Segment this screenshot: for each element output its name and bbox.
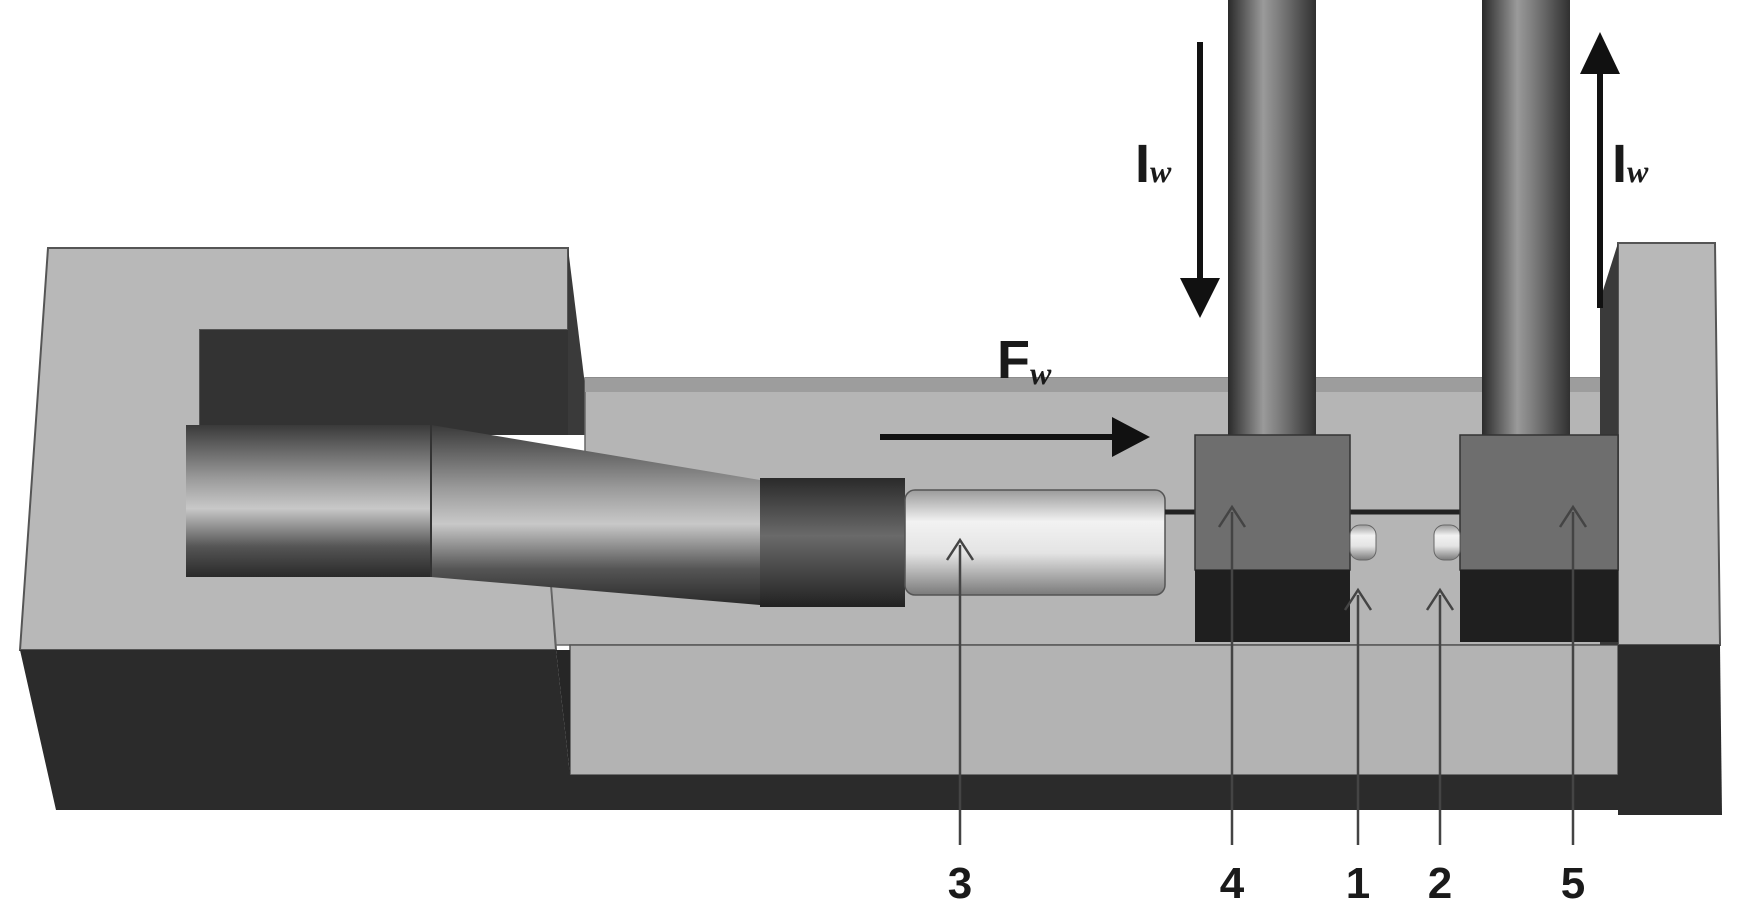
flow-arrow-head <box>1112 417 1150 457</box>
electrode-4-rod <box>1228 0 1316 440</box>
leader-1-head <box>1343 587 1373 611</box>
electrode-5-rod <box>1482 0 1570 440</box>
current-out-arrow <box>1580 32 1620 308</box>
lower-step <box>569 644 1619 776</box>
callout-lines <box>945 504 1588 845</box>
current-in-sub: w <box>1150 153 1172 189</box>
right-block-front <box>1618 645 1722 815</box>
electrode-4-block <box>1194 434 1351 571</box>
electrode-5-base <box>1460 570 1618 642</box>
callout-2: 2 <box>1428 859 1452 908</box>
electrode-5 <box>1459 0 1619 642</box>
collar <box>760 478 905 607</box>
current-in-label: Iw <box>1135 134 1172 194</box>
wire-tip-1 <box>1349 524 1377 561</box>
callout-1: 1 <box>1346 859 1370 908</box>
electrode-4 <box>1194 0 1351 642</box>
current-in-arrow <box>1180 42 1220 318</box>
tapered-cone <box>431 425 760 605</box>
leader-5-head <box>1558 504 1588 528</box>
channel-back-wall <box>585 378 1618 392</box>
front-face-left-wall <box>556 650 570 775</box>
flow-arrow <box>880 417 1150 457</box>
current-in-head <box>1180 278 1220 318</box>
flow-label-sub: w <box>1030 355 1052 391</box>
front-face <box>20 650 1618 810</box>
electrode-4-base <box>1195 570 1350 642</box>
callout-4: 4 <box>1220 859 1245 908</box>
callout-5: 5 <box>1561 859 1585 908</box>
wire-cylinder <box>904 489 1166 596</box>
current-out-label: Iw <box>1612 134 1649 194</box>
current-out-head <box>1580 32 1620 74</box>
housing <box>18 242 1722 815</box>
electrode-5-block <box>1459 434 1619 571</box>
feed-mechanism <box>186 425 1166 607</box>
wire-tip-2 <box>1433 524 1461 561</box>
left-block-inner-wall <box>568 248 585 435</box>
leader-4-head <box>1217 504 1247 528</box>
flow-label: Fw <box>997 330 1052 391</box>
left-cavity-back <box>200 330 568 435</box>
callout-3: 3 <box>948 859 972 908</box>
leader-3-head <box>945 537 975 561</box>
base-cylinder <box>186 425 431 577</box>
current-out-sub: w <box>1627 153 1649 189</box>
right-block-top <box>1617 242 1722 646</box>
current-in-main: I <box>1135 134 1150 194</box>
current-out-main: I <box>1612 134 1627 194</box>
leader-2-head <box>1425 587 1455 611</box>
flow-label-main: F <box>997 330 1030 390</box>
